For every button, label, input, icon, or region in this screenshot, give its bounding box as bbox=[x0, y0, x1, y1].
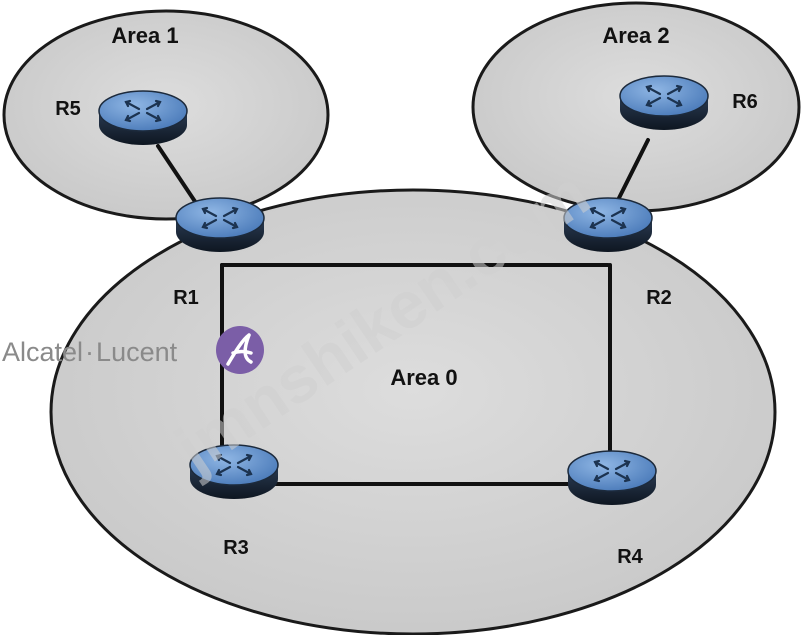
brand-separator: · bbox=[85, 337, 94, 367]
brand-name-left: Alcatel bbox=[2, 337, 83, 367]
router-icon bbox=[97, 89, 189, 147]
router-label-r4: R4 bbox=[617, 546, 643, 568]
area-1-label: Area 1 bbox=[111, 23, 178, 48]
area-2-label: Area 2 bbox=[602, 23, 669, 48]
router-icon bbox=[618, 74, 710, 132]
brand-name: Alcatel·Lucent bbox=[2, 337, 178, 367]
area-0-region bbox=[49, 188, 777, 635]
router-label-r1: R1 bbox=[173, 287, 199, 309]
router-label-r6: R6 bbox=[732, 91, 758, 113]
router-label-r2: R2 bbox=[646, 287, 672, 309]
router-label-r5: R5 bbox=[55, 98, 81, 120]
router-icon bbox=[174, 196, 266, 254]
router-label-r3: R3 bbox=[223, 537, 249, 559]
router-icon bbox=[566, 449, 658, 507]
links bbox=[156, 138, 650, 486]
alcatel-lucent-logo-icon bbox=[216, 326, 264, 374]
brand-name-right: Lucent bbox=[96, 337, 178, 367]
area-0-label: Area 0 bbox=[390, 365, 457, 390]
link-r6-r2 bbox=[616, 138, 650, 202]
